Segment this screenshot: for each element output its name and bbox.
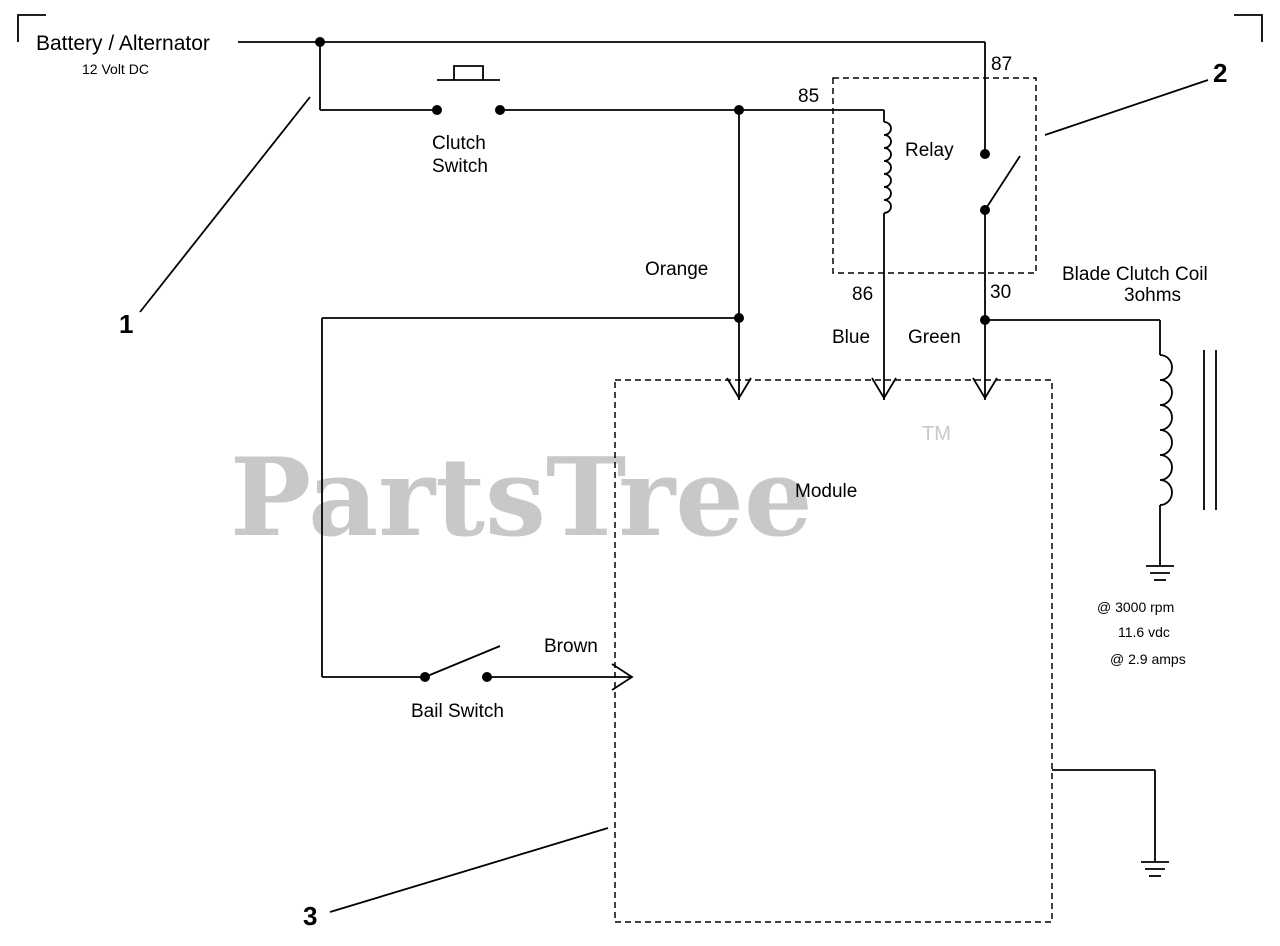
connector-blue (871, 377, 897, 400)
label-pin-85: 85 (798, 86, 819, 107)
label-clutch-switch-line2: Switch (432, 156, 488, 177)
label-spec-rpm: @ 3000 rpm (1097, 599, 1174, 615)
callout-2-leader (1044, 79, 1209, 136)
label-clutch-switch-line1: Clutch (432, 133, 486, 154)
label-brown: Brown (544, 636, 598, 657)
label-pin-86: 86 (852, 284, 873, 305)
label-relay: Relay (905, 140, 954, 161)
callout-1: 1 (119, 309, 133, 339)
ground-icon-module (1141, 861, 1169, 877)
label-battery-volt: 12 Volt DC (82, 61, 149, 77)
relay-contact-87 (980, 149, 990, 159)
label-module: Module (795, 481, 857, 502)
relay-coil (883, 121, 892, 214)
clutch-switch-symbol (432, 65, 505, 115)
connector-orange (726, 377, 752, 400)
callout-2: 2 (1213, 58, 1227, 88)
label-battery: Battery / Alternator (36, 32, 210, 55)
corner-mark-left (17, 14, 46, 42)
label-pin-87: 87 (991, 54, 1012, 75)
label-spec-amps: @ 2.9 amps (1110, 651, 1186, 667)
relay-box (832, 77, 1037, 274)
watermark-brand: PartsTree (230, 435, 813, 561)
label-bail-switch: Bail Switch (411, 701, 504, 722)
label-orange: Orange (645, 259, 708, 280)
callout-3: 3 (303, 901, 317, 931)
label-spec-vdc: 11.6 vdc (1118, 624, 1170, 640)
callout-1-leader (139, 96, 311, 313)
label-pin-30: 30 (990, 282, 1011, 303)
blade-clutch-coil (1159, 354, 1173, 506)
connector-brown (611, 663, 634, 691)
label-green: Green (908, 327, 961, 348)
ground-icon-coil (1146, 565, 1174, 581)
label-blue: Blue (832, 327, 870, 348)
callout-3-leader (329, 827, 609, 913)
watermark-tm: TM (922, 423, 951, 445)
relay-switch-arm (984, 155, 1021, 211)
label-blade-clutch-coil: Blade Clutch Coil (1062, 264, 1208, 285)
label-coil-ohms: 3ohms (1124, 285, 1181, 306)
corner-mark-right (1234, 14, 1263, 42)
connector-green (972, 377, 998, 400)
